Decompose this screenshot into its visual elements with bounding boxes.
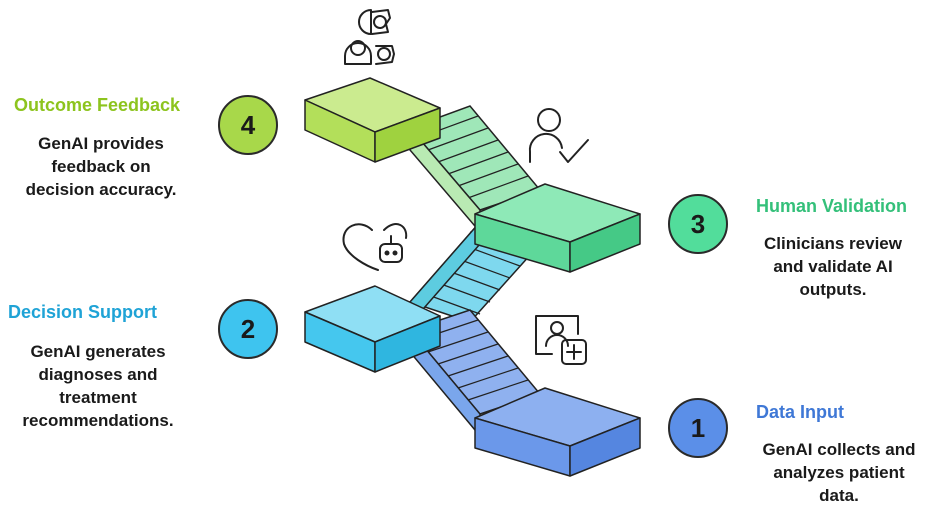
step-3-line-2: and validate AI [773,257,893,276]
step-1-badge: 1 [668,398,728,458]
platform-3 [474,183,641,273]
step-4-badge: 4 [218,95,278,155]
step-3-badge: 3 [668,194,728,254]
stairs-1-to-2 [408,309,542,439]
step-2-title: Decision Support [8,302,158,322]
step-1-title: Data Input [756,402,844,422]
step-3-line-3: outputs. [799,280,867,299]
step-1-line-1: GenAI collects and [762,440,916,459]
step-4-description: GenAI provides feedback on decision accu… [2,132,200,201]
step-2-description: GenAI generates diagnoses and treatment … [0,340,196,432]
user-check-icon [528,108,589,163]
stairs-3-to-4 [408,105,542,235]
step-2-line-4: recommendations. [22,411,174,430]
heart-robot-icon [342,223,408,271]
step-2-line-1: GenAI generates [30,342,166,361]
step-2-line-2: diagnoses and [38,365,158,384]
step-3-description: Clinicians review and validate AI output… [745,232,921,301]
step-2-line-3: treatment [59,388,137,407]
step-4-title: Outcome Feedback [14,95,181,115]
step-1-line-2: analyzes patient [773,463,905,482]
platform-2 [304,285,441,373]
platform-4 [304,77,441,163]
step-4-line-2: feedback on [51,157,151,176]
patient-chart-plus-icon [535,315,587,365]
step-1-description: GenAI collects and analyzes patient data… [748,438,930,507]
step-1-line-3: data. [819,486,859,505]
human-machine-gears-icon [344,9,395,65]
step-2-badge: 2 [218,299,278,359]
step-4-line-3: decision accuracy. [25,180,177,199]
step-3-line-1: Clinicians review [764,234,902,253]
step-3-title: Human Validation [756,196,908,216]
platform-1 [474,387,641,477]
step-4-line-1: GenAI provides [38,134,164,153]
